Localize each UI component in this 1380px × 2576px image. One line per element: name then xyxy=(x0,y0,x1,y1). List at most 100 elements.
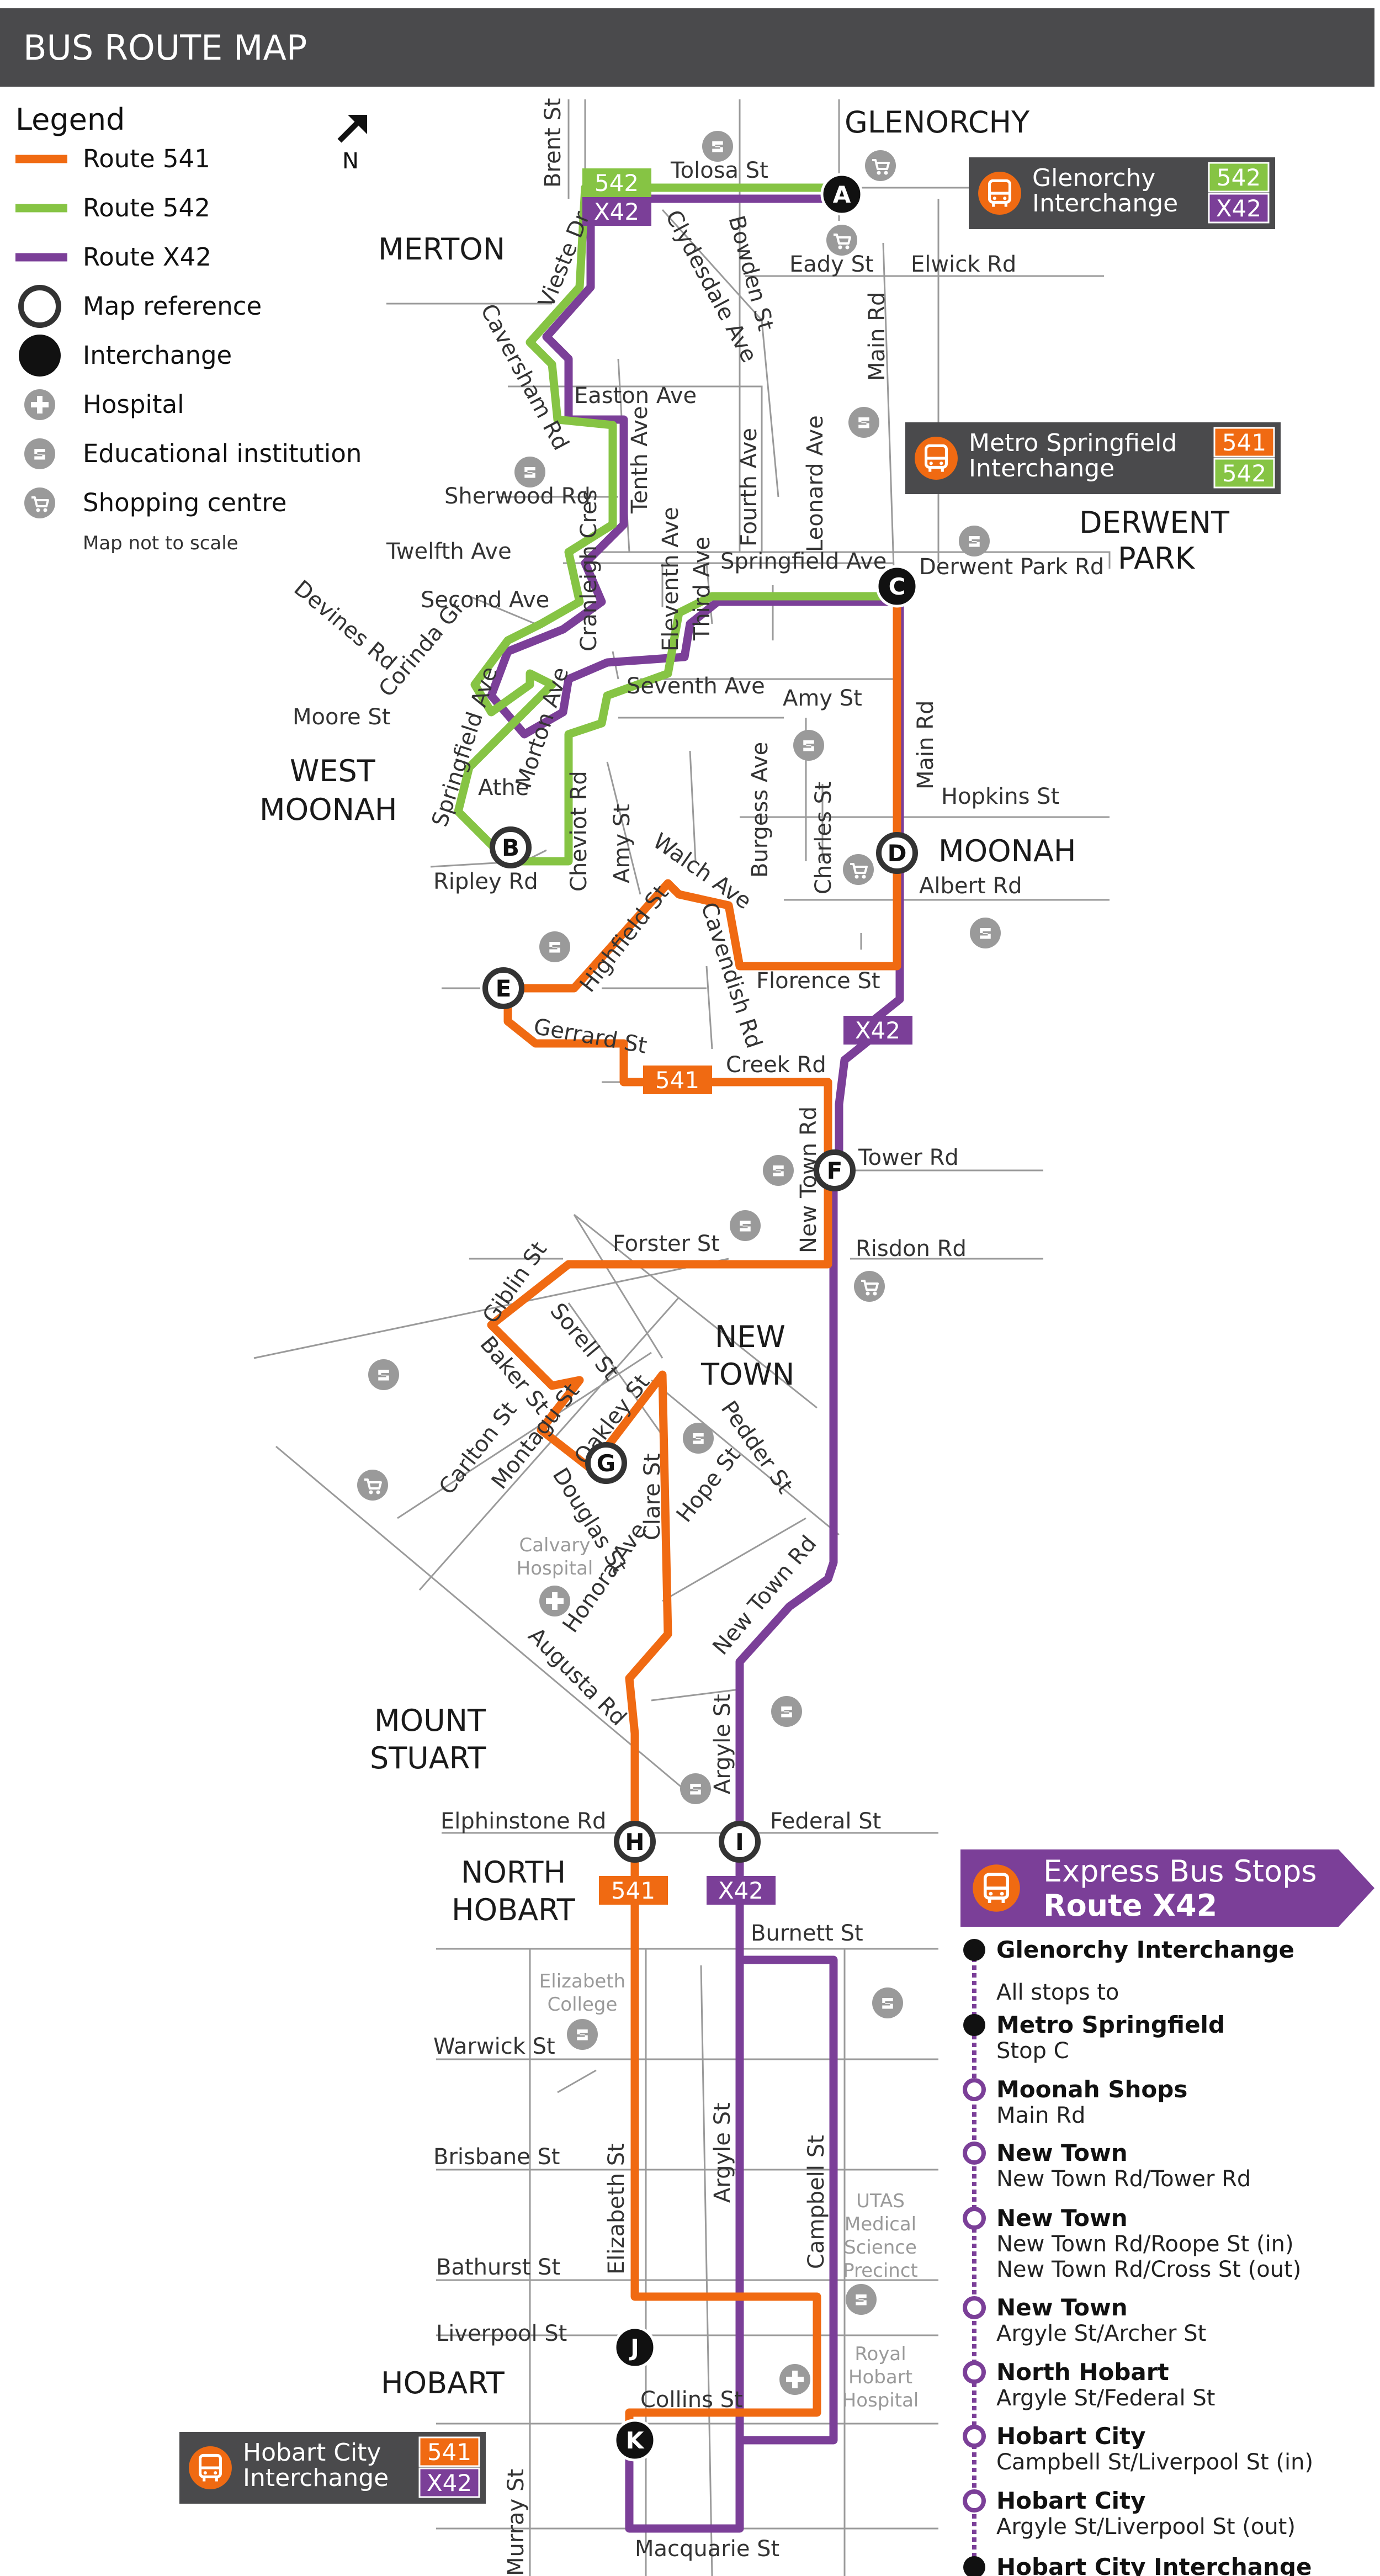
header-bar xyxy=(0,8,1374,87)
education-icon xyxy=(848,407,879,438)
map-reference-label: D xyxy=(888,840,907,867)
express-stop: Glenorchy Interchange xyxy=(963,1936,1294,1963)
express-stop-name: New Town xyxy=(996,2139,1128,2166)
route-badge xyxy=(1213,458,1275,489)
map-reference-g: G xyxy=(585,1442,627,1484)
map-reference-label: G xyxy=(597,1450,615,1477)
interchange-icon xyxy=(19,335,61,377)
hospital-icon xyxy=(779,2364,810,2395)
street-label: Albert Rd xyxy=(919,873,1022,899)
education-icon xyxy=(539,931,570,962)
place-label-calvary: Hospital xyxy=(517,1557,593,1579)
express-stop-name: New Town xyxy=(996,2294,1128,2321)
street-label: Hope St xyxy=(672,1443,746,1527)
education-icon xyxy=(514,457,545,487)
express-stop-detail: New Town Rd/Tower Rd xyxy=(996,2166,1251,2192)
route-badge-label: 542 xyxy=(1222,460,1266,487)
shopping-icon xyxy=(842,853,875,886)
street-label: Florence St xyxy=(756,968,880,994)
place-label-royal-hobart: Hobart xyxy=(848,2366,912,2388)
street-label: Eleventh Ave xyxy=(658,507,683,651)
route-badge xyxy=(1208,162,1270,193)
map-reference-label: C xyxy=(889,573,906,600)
legend-note: Map not to scale xyxy=(83,532,238,554)
street-label: Risdon Rd xyxy=(856,1236,967,1262)
express-stop-name: Moonah Shops xyxy=(996,2076,1187,2103)
express-stop-detail: Campbell St/Liverpool St (in) xyxy=(996,2450,1313,2475)
hospital-icon xyxy=(24,389,55,420)
area-label-hobart: HOBART xyxy=(381,2366,505,2400)
shopping-icon xyxy=(853,1270,886,1303)
area-label-mount: MOUNT xyxy=(374,1703,486,1738)
shopping-icon xyxy=(864,149,897,182)
route-badge-x42-top: X42 xyxy=(582,197,651,226)
street-label: Twelfth Ave xyxy=(386,539,512,564)
education-icon xyxy=(846,2284,877,2315)
interchange-name: Metro Springfield xyxy=(969,429,1177,457)
route-x42-line xyxy=(487,194,904,2533)
education-icon xyxy=(24,438,55,469)
map-reference-d: D xyxy=(876,832,918,874)
express-stop-detail: All stops to xyxy=(996,1980,1119,2005)
place-label-utas: Precinct xyxy=(843,2260,918,2282)
street-label: Tenth Ave xyxy=(627,406,652,514)
express-subtitle: Route X42 xyxy=(1043,1888,1217,1923)
place-label-utas: UTAS xyxy=(856,2190,905,2212)
svg-text:X42: X42 xyxy=(718,1877,763,1904)
street-label: Macquarie St xyxy=(635,2536,779,2562)
express-stop-name: Metro Springfield xyxy=(996,2011,1225,2038)
education-icon xyxy=(680,1773,711,1804)
street-label: Ripley Rd xyxy=(433,869,538,894)
express-panel: Express Bus Stops Route X42 Glenorchy In… xyxy=(960,1849,1374,2576)
place-label-elizabeth-college: Elizabeth xyxy=(539,1970,625,1992)
hospital-icon xyxy=(539,1586,570,1616)
stop-icon xyxy=(963,2296,986,2319)
map-reference-label: B xyxy=(502,834,519,861)
area-label-stuart: STUART xyxy=(370,1741,486,1775)
area-label-merton: MERTON xyxy=(378,232,505,267)
street-label: Seventh Ave xyxy=(627,674,765,699)
map-reference-label: I xyxy=(735,1828,744,1856)
map-reference-label: H xyxy=(625,1828,644,1856)
education-icon xyxy=(793,730,824,761)
place-label-royal-hobart: Hospital xyxy=(842,2389,919,2411)
street-label: Springfield Ave xyxy=(720,549,887,574)
map-reference-k: K xyxy=(613,2419,656,2462)
street-label: Devines Rd xyxy=(289,575,401,675)
route-badge xyxy=(418,2436,480,2467)
place-label-royal-hobart: Royal xyxy=(854,2343,906,2365)
route-badge-541-mid: 541 xyxy=(643,1066,712,1094)
place-label-calvary: Calvary xyxy=(519,1534,590,1556)
legend-item: Route X42 xyxy=(15,242,211,272)
map-reference-j: J xyxy=(613,2326,656,2369)
legend-item-label: Map reference xyxy=(83,291,262,321)
legend-item-label: Route X42 xyxy=(83,242,211,272)
street-label: Clare St xyxy=(640,1453,665,1540)
stop-icon xyxy=(963,2078,986,2101)
education-icon xyxy=(567,2019,598,2050)
route-542-line xyxy=(454,183,904,866)
interchange-name: Hobart City xyxy=(243,2439,381,2467)
street-label: Campbell St xyxy=(804,2135,829,2269)
map-reference-a: A xyxy=(820,173,863,216)
legend-item: Shopping centre xyxy=(23,486,286,520)
express-stop: All stops to xyxy=(996,1980,1119,2005)
bus-icon xyxy=(915,437,958,480)
map-reference-i: I xyxy=(719,1821,761,1863)
legend-item: Interchange xyxy=(19,335,232,377)
legend-item-label: Educational institution xyxy=(83,439,362,468)
street-label: Gerrard St xyxy=(532,1014,649,1059)
interchange-icon xyxy=(963,1939,985,1961)
street-label: Third Ave xyxy=(689,537,715,641)
route-badge-x42-low: X42 xyxy=(707,1876,776,1905)
shopping-icon xyxy=(356,1469,389,1502)
interchange-name: Interchange xyxy=(1032,189,1178,218)
street-label: Warwick St xyxy=(433,2034,555,2059)
